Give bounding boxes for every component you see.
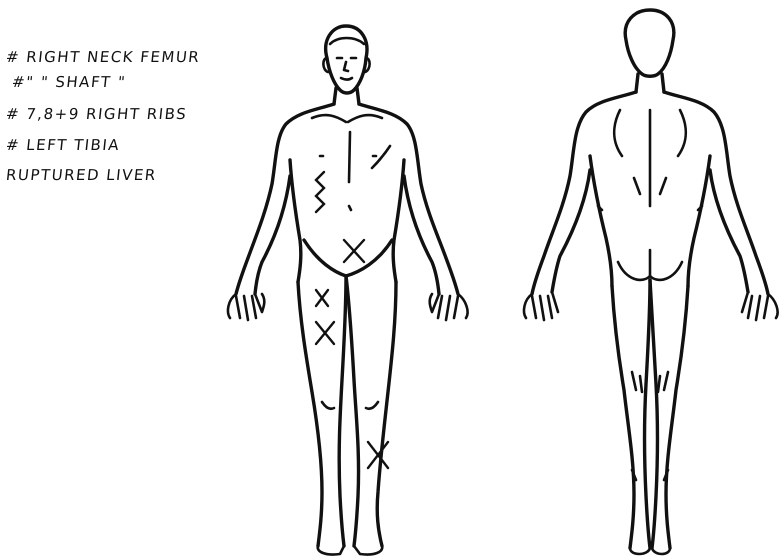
back-view-figure <box>524 10 778 554</box>
femur-shaft-x-mark <box>316 322 334 344</box>
injury-marks <box>316 172 388 468</box>
liver-x-mark <box>344 240 364 262</box>
front-view-figure <box>228 26 468 555</box>
rib-fracture-mark <box>316 172 324 212</box>
femur-neck-x-mark <box>316 290 328 306</box>
tibia-x-mark <box>368 442 388 468</box>
